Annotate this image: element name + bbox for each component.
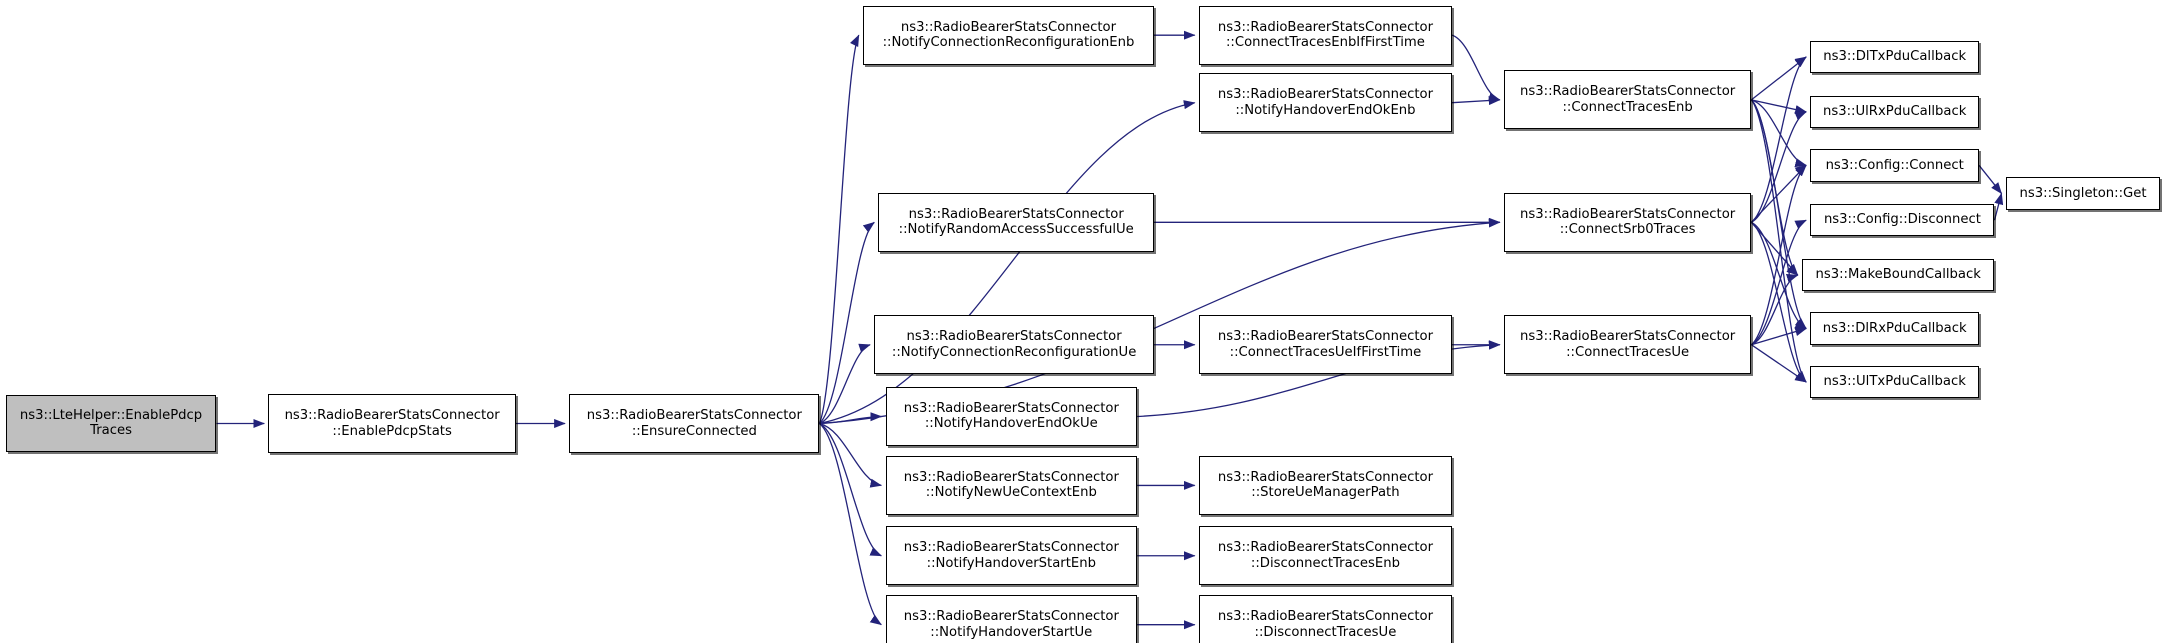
graph-node-label: ns3::RadioBearerStatsConnector ::EnableP… bbox=[284, 407, 500, 439]
graph-edge bbox=[819, 410, 883, 423]
graph-node[interactable]: ns3::RadioBearerStatsConnector ::Connect… bbox=[1198, 5, 1452, 65]
graph-node-label: ns3::DlTxPduCallback bbox=[1823, 49, 1967, 65]
graph-node[interactable]: ns3::RadioBearerStatsConnector ::StoreUe… bbox=[1198, 455, 1452, 515]
graph-node[interactable]: ns3::Config::Connect bbox=[1810, 149, 1980, 182]
graph-edge bbox=[1751, 273, 1799, 345]
graph-node[interactable]: ns3::RadioBearerStatsConnector ::NotifyH… bbox=[1198, 73, 1452, 133]
graph-node[interactable]: ns3::Singleton::Get bbox=[2005, 177, 2161, 210]
graph-node-label: ns3::RadioBearerStatsConnector ::NotifyH… bbox=[1217, 87, 1434, 118]
graph-node-label: ns3::RadioBearerStatsConnector ::StoreUe… bbox=[1217, 469, 1434, 501]
graph-edge bbox=[1751, 57, 1808, 222]
graph-node-label: ns3::Singleton::Get bbox=[2019, 185, 2147, 201]
graph-edge bbox=[819, 34, 858, 423]
graph-node[interactable]: ns3::MakeBoundCallback bbox=[1801, 258, 1995, 292]
graph-node-label: ns3::RadioBearerStatsConnector ::Connect… bbox=[1520, 84, 1736, 115]
graph-node-label: ns3::RadioBearerStatsConnector ::NotifyC… bbox=[882, 19, 1135, 51]
graph-node[interactable]: ns3::RadioBearerStatsConnector ::Connect… bbox=[1198, 315, 1452, 375]
graph-node[interactable]: ns3::RadioBearerStatsConnector ::Connect… bbox=[1503, 70, 1752, 130]
graph-node-label: ns3::RadioBearerStatsConnector ::Connect… bbox=[1520, 206, 1736, 238]
graph-edge bbox=[1751, 326, 1808, 345]
graph-edge bbox=[1751, 100, 1807, 330]
graph-edge bbox=[1751, 222, 1808, 328]
graph-edge bbox=[1751, 165, 1808, 344]
graph-node[interactable]: ns3::UlTxPduCallback bbox=[1810, 365, 1980, 399]
graph-node-label: ns3::Config::Disconnect bbox=[1823, 212, 1981, 228]
graph-node-label: ns3::MakeBoundCallback bbox=[1815, 267, 1981, 283]
graph-edge bbox=[1991, 192, 2004, 220]
graph-node-label: ns3::RadioBearerStatsConnector ::EnsureC… bbox=[586, 407, 802, 439]
graph-edge bbox=[819, 424, 883, 625]
graph-node-label: ns3::RadioBearerStatsConnector ::NotifyC… bbox=[891, 329, 1137, 360]
graph-node[interactable]: ns3::DlRxPduCallback bbox=[1810, 312, 1980, 345]
graph-node[interactable]: ns3::RadioBearerStatsConnector ::NotifyC… bbox=[863, 5, 1154, 65]
graph-node[interactable]: ns3::DlTxPduCallback bbox=[1810, 40, 1980, 74]
graph-node-label: ns3::RadioBearerStatsConnector ::Connect… bbox=[1217, 19, 1434, 51]
graph-node-label: ns3::RadioBearerStatsConnector ::Connect… bbox=[1217, 329, 1434, 360]
graph-node[interactable]: ns3::RadioBearerStatsConnector ::NotifyR… bbox=[878, 192, 1154, 252]
graph-node[interactable]: ns3::RadioBearerStatsConnector ::NotifyH… bbox=[885, 386, 1138, 447]
graph-node-label: ns3::RadioBearerStatsConnector ::NotifyH… bbox=[903, 400, 1119, 432]
graph-node[interactable]: ns3::RadioBearerStatsConnector ::Connect… bbox=[1503, 315, 1752, 375]
graph-node[interactable]: ns3::RadioBearerStatsConnector ::NotifyC… bbox=[874, 315, 1154, 375]
graph-node[interactable]: ns3::Config::Disconnect bbox=[1810, 204, 1995, 237]
graph-edge bbox=[1452, 94, 1501, 108]
graph-edge bbox=[1751, 100, 1808, 115]
graph-node-label: ns3::RadioBearerStatsConnector ::Disconn… bbox=[1217, 540, 1434, 571]
graph-node-label: ns3::UlTxPduCallback bbox=[1823, 374, 1966, 390]
graph-node[interactable]: ns3::RadioBearerStatsConnector ::Disconn… bbox=[1198, 526, 1452, 586]
graph-edge bbox=[1751, 57, 1808, 100]
graph-node-label: ns3::Config::Connect bbox=[1825, 157, 1964, 173]
graph-node-label: ns3::LteHelper::EnablePdcp Traces bbox=[19, 407, 203, 439]
edge-paths bbox=[216, 28, 2004, 632]
graph-edge bbox=[1979, 165, 2001, 195]
graph-edge bbox=[819, 99, 1196, 424]
graph-edge bbox=[1751, 220, 1808, 345]
graph-edge bbox=[1751, 222, 1799, 276]
graph-node-label: ns3::RadioBearerStatsConnector ::NotifyH… bbox=[903, 609, 1119, 640]
graph-node[interactable]: ns3::RadioBearerStatsConnector ::NotifyN… bbox=[885, 455, 1138, 515]
graph-node-label: ns3::RadioBearerStatsConnector ::NotifyR… bbox=[898, 206, 1134, 238]
graph-edge bbox=[1751, 112, 1808, 222]
graph-node[interactable]: ns3::RadioBearerStatsConnector ::EnsureC… bbox=[569, 393, 820, 454]
graph-node-root[interactable]: ns3::LteHelper::EnablePdcp Traces bbox=[5, 395, 217, 452]
graph-node[interactable]: ns3::RadioBearerStatsConnector ::Connect… bbox=[1503, 192, 1752, 252]
graph-node[interactable]: ns3::UlRxPduCallback bbox=[1810, 95, 1980, 129]
graph-node[interactable]: ns3::RadioBearerStatsConnector ::NotifyH… bbox=[885, 526, 1138, 586]
graph-node-label: ns3::RadioBearerStatsConnector ::Connect… bbox=[1520, 329, 1736, 360]
graph-edge bbox=[1751, 345, 1808, 382]
graph-node[interactable]: ns3::RadioBearerStatsConnector ::Disconn… bbox=[1198, 595, 1452, 643]
graph-edge bbox=[1751, 100, 1807, 383]
graph-edge bbox=[819, 424, 883, 489]
graph-edge bbox=[1452, 35, 1501, 102]
graph-edge bbox=[1751, 100, 1808, 168]
graph-edge bbox=[819, 222, 876, 423]
graph-node-label: ns3::RadioBearerStatsConnector ::NotifyN… bbox=[903, 469, 1119, 501]
graph-node-label: ns3::RadioBearerStatsConnector ::Disconn… bbox=[1217, 609, 1434, 640]
graph-node-label: ns3::UlRxPduCallback bbox=[1822, 104, 1967, 120]
graph-node[interactable]: ns3::RadioBearerStatsConnector ::NotifyH… bbox=[885, 595, 1138, 643]
graph-node[interactable]: ns3::RadioBearerStatsConnector ::EnableP… bbox=[268, 393, 516, 454]
graph-node-label: ns3::DlRxPduCallback bbox=[1822, 320, 1967, 336]
graph-node-label: ns3::RadioBearerStatsConnector ::NotifyH… bbox=[903, 540, 1119, 571]
graph-edge bbox=[819, 424, 883, 556]
graph-edge bbox=[819, 343, 872, 424]
